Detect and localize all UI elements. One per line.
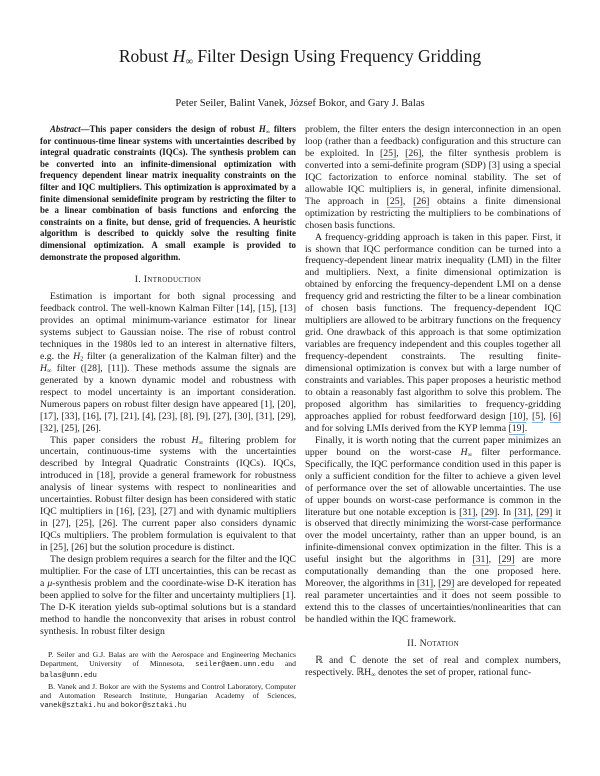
abstract: Abstract—This paper considers the design… [40,124,296,263]
text-run: ℝ and ℂ denote the set of real and compl… [305,654,561,678]
citation-link[interactable]: [31] [514,506,531,519]
left-column: Abstract—This paper considers the design… [40,124,296,712]
math-symbol: H∞ [40,363,52,374]
email-address: seiler@aem.umn.edu [195,661,274,670]
citation-link[interactable]: [29] [536,506,553,519]
paragraph: A frequency-gridding approach is taken i… [305,232,561,435]
section-heading-notation: II. Notation [407,638,459,650]
citation-link[interactable]: [31] [472,554,489,567]
citation-link[interactable]: [5] [531,410,544,423]
text-run: are more computationally demanding than … [305,554,561,590]
abstract-body: —This paper considers the design of robu… [40,124,296,262]
math-symbol: H∞ [258,124,270,136]
text-run: obtains a finite dimensional optimizatio… [305,195,561,231]
math-symbol: H∞ [192,435,204,446]
text-run: , [488,554,499,566]
paragraph: problem, the filter enters the design in… [305,124,561,232]
text-run: , [525,410,532,422]
text-run: —This paper considers the design of robu… [80,124,259,134]
math-subscript: ∞ [198,439,204,447]
text-run: Estimation is important for both signal … [40,291,296,362]
math-var: H [191,434,199,446]
math-var: H [460,446,468,458]
text-run: A frequency-gridding approach is taken i… [305,231,561,422]
citation-link[interactable]: [10] [509,410,526,423]
text-run: filter ([28], [11]). These methods assum… [40,362,296,434]
footnote: B. Vanek and J. Bokor are with the Syste… [40,682,296,712]
title-math-sub: ∞ [185,56,193,68]
text-run: and for solving LMIs derived from the KY… [305,422,509,434]
paragraph: This paper considers the robust H∞ filte… [40,435,296,555]
text-run: , [543,410,550,422]
text-run: filter (a generalization of the Kalman f… [83,350,296,362]
title-text: Robust [118,46,173,66]
text-run: Finally, it is worth noting that the cur… [305,434,561,458]
paragraph: Estimation is important for both signal … [40,291,296,434]
citation-link[interactable]: [25] [380,147,397,160]
text-run: , [402,195,414,207]
author-list: Peter Seiler, Balint Vanek, József Bokor… [175,98,425,109]
text-run: , [475,506,481,518]
text-run: denotes the set of proper, rational func… [375,666,532,678]
citation-link[interactable]: [31] [416,578,434,591]
citation-link[interactable]: [29] [481,506,498,519]
email-address: bokor@sztaki.hu [120,702,187,711]
text-run: , [396,147,406,159]
text-run: filter performance. Specifically, the IQ… [305,446,561,518]
email-address: vanek@sztaki.hu [40,702,106,711]
math-var: H [73,350,81,362]
citation-link[interactable]: [31] [459,506,476,519]
text-run: and [105,700,121,710]
citation-link[interactable]: [25] [386,195,403,208]
email-address: balas@umn.edu [40,672,97,681]
footnotes: P. Seiler and G.J. Balas are with the Ae… [40,650,296,712]
paragraph: Finally, it is worth noting that the cur… [305,435,561,626]
title-text-rest: Filter Design Using Frequency Gridding [192,46,482,66]
text-run: it is observed that directly minimizing … [305,506,562,566]
text-run: . In [497,506,515,518]
text-run: , [530,506,537,518]
math-subscript: ∞ [371,671,376,679]
title-math: H [172,46,186,66]
math-var: H [258,124,266,134]
text-run: and [273,659,296,669]
text-run: filters for continuous-time linear syste… [40,124,296,262]
text-run: , the filter synthesis problem is conver… [305,147,562,207]
text-run: , [433,578,439,590]
text-run: The design problem requires a search for… [40,554,296,589]
right-column: problem, the filter enters the design in… [305,124,561,679]
citation-link[interactable]: [29] [438,578,455,591]
citation-link[interactable]: [26] [413,195,430,208]
math-subscript: ∞ [265,129,270,136]
math-var: μ [47,577,53,589]
section-heading-introduction: I. Introduction [134,274,202,286]
text-run: P. Seiler and G.J. Balas are with the Ae… [40,649,296,669]
text-run: filtering problem for uncertain, continu… [40,434,296,554]
citation-link[interactable]: [19] [508,422,525,435]
text-run: problem, the filter enters the design in… [305,124,561,159]
abstract-label: Abstract [50,124,81,134]
citation-link[interactable]: [26] [405,147,422,160]
citation-link[interactable]: [29] [498,554,515,567]
footnote: P. Seiler and G.J. Balas are with the Ae… [40,650,296,682]
text-run: are developed for repeated real paramete… [305,578,561,626]
math-symbol: H∞ [461,447,473,458]
text-run: This paper considers the robust [50,434,192,446]
citation-link[interactable]: [6] [549,410,561,423]
paragraph: ℝ and ℂ denote the set of real and compl… [305,655,561,679]
math-subscript: ∞ [47,367,52,375]
paragraph: The design problem requires a search for… [40,554,296,638]
math-subscript: ∞ [467,451,473,459]
math-subscript: 2 [80,355,84,363]
math-symbol: H2 [73,351,83,362]
paper-title: Robust H∞ Filter Design Using Frequency … [0,46,600,67]
text-run: . [524,422,528,434]
math-var: H [40,362,48,374]
math-symbol: ∞ [371,667,376,678]
math-symbol: μ [47,578,52,589]
text-run: -synthesis problem and the coordinate-wi… [40,577,297,637]
text-run: B. Vanek and J. Bokor are with the Syste… [40,681,296,700]
